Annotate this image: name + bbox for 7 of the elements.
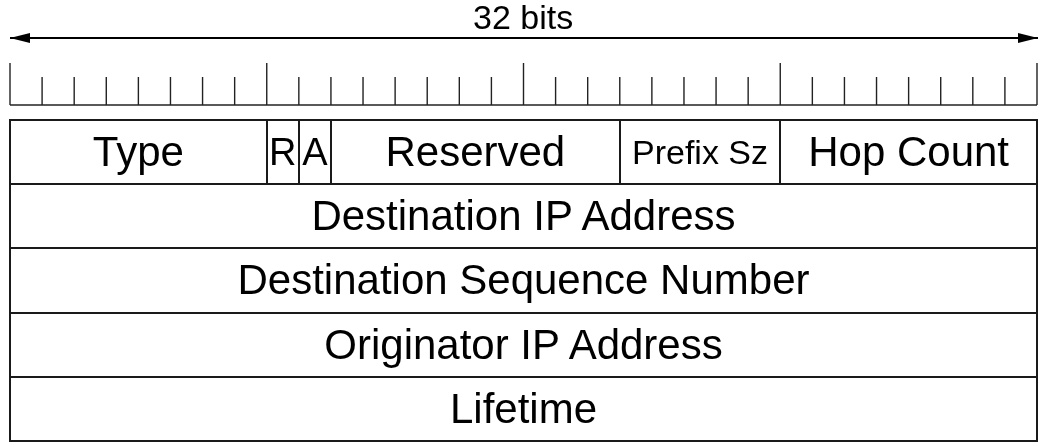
header-field: Hop Count [779,119,1038,186]
packet-field-row: Destination Sequence Number [9,247,1038,314]
header-field: Type [9,119,268,186]
dimension-label: 32 bits [473,0,574,34]
packet-field-row: Lifetime [9,375,1038,442]
packet-field-row: Originator IP Address [9,311,1038,378]
packet-field-row: Destination IP Address [9,183,1038,250]
